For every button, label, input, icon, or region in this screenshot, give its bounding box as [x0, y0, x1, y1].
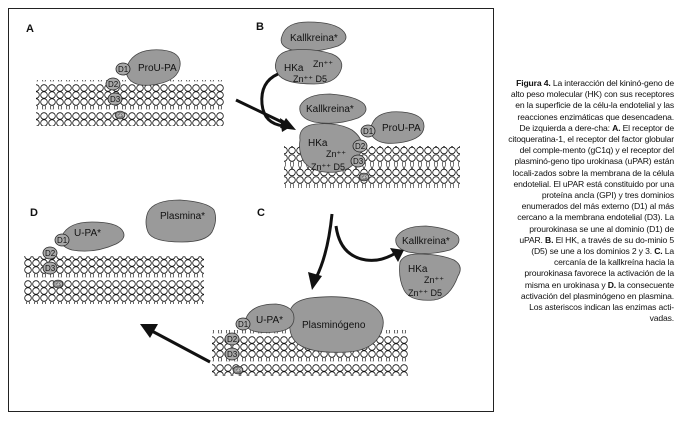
panel-b-d3-label: D3	[353, 157, 364, 166]
panel-a-d1	[115, 62, 131, 76]
panel-c-kallikrein-released	[395, 225, 460, 254]
panel-b: B Kallkreina* HKa Zn⁺⁺ Zn⁺⁺ D5 Kallkrein…	[256, 21, 460, 188]
panel-b-d2-label: D2	[355, 142, 366, 151]
panel-b-hk-bound	[299, 123, 363, 173]
figure-caption: Figura 4. La interacción del kininó-geno…	[506, 78, 674, 324]
arrow-a-to-b-head	[280, 118, 296, 130]
panel-b-binding-arrow	[260, 72, 285, 128]
panel-b-letter: B	[256, 21, 264, 33]
caption-d-label: D.	[607, 279, 617, 290]
panel-c-zn-label: Zn⁺⁺	[424, 275, 444, 285]
panel-c-plasminogen	[289, 296, 384, 353]
panel-c-upa-label: U-PA*	[256, 315, 283, 326]
panel-b-d2	[352, 139, 368, 153]
panel-b-kallikrein-bound	[299, 93, 367, 124]
panel-a-membrane	[36, 80, 224, 126]
caption-title: Figura 4.	[516, 78, 551, 88]
panel-b-prou-pa	[370, 111, 425, 144]
caption-c-label: C.	[654, 246, 663, 257]
panel-a-d3-label: D3	[110, 95, 121, 104]
caption-lead: La interacción del kininó-geno de alto p…	[510, 78, 674, 133]
panel-c-plasminogen-label: Plasminógeno	[302, 320, 366, 331]
panel-d-gpi-label: GPI	[55, 282, 63, 287]
panel-a-gpi-label: GPI	[117, 113, 125, 118]
panel-c-letter: C	[257, 207, 265, 219]
panel-d-d1-label: D1	[57, 236, 68, 245]
panel-b-prou-pa-label: ProU-PA	[382, 123, 421, 134]
panel-b-kallikrein-bound-label: Kallkreina*	[306, 104, 354, 115]
panel-b-zn-d5-free-label: Zn⁺⁺ D5	[293, 74, 327, 84]
panel-c-kallikrein-label: Kallkreina*	[402, 236, 450, 247]
panel-b-zn-free-label: Zn⁺⁺	[313, 59, 333, 69]
panel-c-zn-d5-label: Zn⁺⁺ D5	[408, 288, 442, 298]
panel-b-d1	[360, 124, 376, 138]
panel-d-gpi	[52, 279, 64, 289]
panel-b-zn-bound-label: Zn⁺⁺	[326, 149, 346, 159]
panel-d-plasmin	[145, 199, 216, 243]
panel-b-kallikrein-free-label: Kallkreina*	[290, 33, 338, 44]
panel-b-zn-d5-bound-label: Zn⁺⁺ D5	[311, 162, 345, 172]
arrow-a-to-b	[235, 98, 287, 126]
panel-c-d1-label: D1	[238, 320, 249, 329]
panel-d-letter: D	[30, 207, 38, 219]
caption-c-text: La cercanía de la kallkreína hacia la pr…	[524, 246, 674, 290]
panel-d-d2-label: D2	[45, 249, 56, 258]
panel-b-hka-bound-label: HKa	[308, 138, 328, 149]
panel-a-d3	[107, 92, 123, 106]
panel-d-d2	[42, 246, 58, 260]
panel-b-d3	[350, 154, 366, 168]
panel-a-d2	[105, 77, 121, 91]
panel-d-upa	[60, 221, 125, 252]
panel-d: D Plasmina* U-PA* D1 D2 D3 GPI	[24, 199, 216, 304]
arrow-c-to-d	[149, 328, 211, 364]
caption-a-text: El receptor de citoqueratina-1, el recep…	[508, 122, 674, 245]
panel-d-upa-label: U-PA*	[74, 228, 101, 239]
panel-a-prou-pa	[126, 49, 181, 86]
panel-a-d1-label: D1	[118, 65, 129, 74]
panel-c-gpi	[232, 365, 244, 375]
arrow-c-to-d-head	[140, 324, 158, 338]
panel-d-d3-label: D3	[45, 264, 56, 273]
panel-a: A ProU-PA D1 D2 D3 GPI	[26, 23, 224, 126]
arrow-b-to-c-down	[314, 213, 334, 279]
panel-b-gpi-label: GPI	[361, 175, 369, 180]
caption-a-label: A.	[612, 122, 621, 133]
panel-c-d3-label: D3	[227, 350, 238, 359]
panel-a-letter: A	[26, 23, 34, 35]
arrow-b-to-c-release-head	[390, 248, 404, 262]
panel-b-d1-label: D1	[363, 127, 374, 136]
panel-d-d3	[42, 261, 58, 275]
panel-b-kallikrein-free	[280, 21, 347, 52]
panel-b-hka-free-label: HKa	[284, 63, 304, 74]
caption-d-text: la consecuente activación del plasminóge…	[520, 279, 674, 324]
panel-a-prou-pa-label: ProU-PA	[138, 63, 177, 74]
panel-b-gpi	[358, 172, 370, 182]
caption-b-text: El HK, a través de su do-minio 5 (D5) se…	[531, 234, 674, 257]
caption-b-label: B.	[545, 234, 554, 245]
panel-a-gpi	[114, 110, 126, 120]
arrow-b-to-c-release	[334, 225, 395, 262]
panel-c-gpi-label: GPI	[235, 368, 243, 373]
panel-c-hka-label: HKa	[408, 264, 428, 275]
panel-c-d3	[224, 347, 240, 361]
panel-d-d1	[54, 233, 70, 247]
panel-a-d2-label: D2	[108, 80, 119, 89]
diagram: A ProU-PA D1 D2 D3 GPI B Kallkreina* HKa…	[24, 21, 461, 376]
panel-c: C Kallkreina* HKa Zn⁺⁺ Zn⁺⁺ D5 Plasminóg…	[212, 207, 461, 376]
panel-c-d1	[235, 317, 251, 331]
panel-c-d2-label: D2	[227, 335, 238, 344]
panel-d-plasmin-label: Plasmina*	[160, 211, 205, 222]
arrow-b-to-c-down-head	[308, 272, 322, 290]
panel-c-hk-released	[399, 253, 461, 301]
panel-c-d2	[224, 332, 240, 346]
